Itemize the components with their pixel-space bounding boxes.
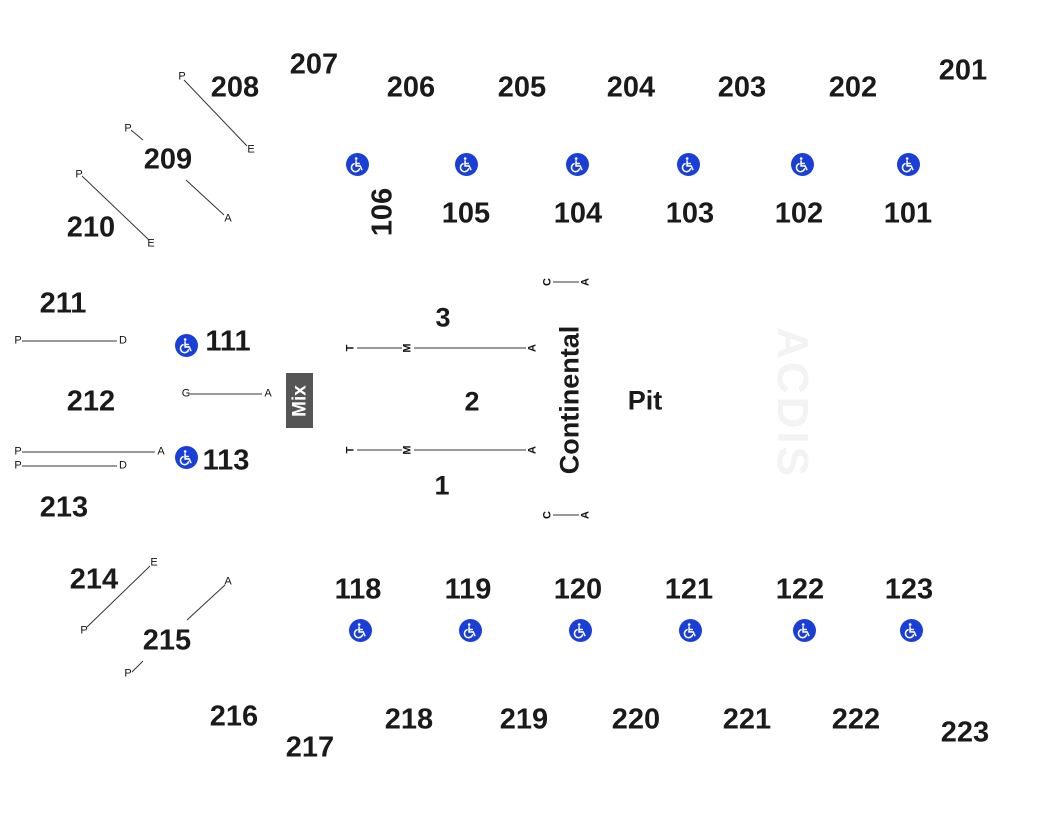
wheelchair-accessible-icon[interactable] xyxy=(345,152,369,176)
section-207[interactable]: 207 xyxy=(289,48,339,81)
row-letter: P xyxy=(14,334,22,347)
watermark-logo: ACDIS xyxy=(768,327,817,479)
wheelchair-accessible-icon[interactable] xyxy=(454,152,478,176)
row-letter: P xyxy=(124,667,132,680)
continental-section[interactable]: Continental xyxy=(554,325,585,475)
floor-section-3[interactable]: 3 xyxy=(435,302,451,333)
wheelchair-accessible-icon[interactable] xyxy=(790,152,814,176)
row-line-214 xyxy=(86,565,151,628)
section-201[interactable]: 201 xyxy=(938,54,988,87)
row-letter: P xyxy=(80,624,88,637)
row-letter: E xyxy=(147,237,155,250)
row-letter: E xyxy=(247,143,255,156)
mix-label: Mix xyxy=(289,384,310,417)
section-203[interactable]: 203 xyxy=(717,71,767,104)
row-line-208 xyxy=(183,79,248,147)
section-208[interactable]: 208 xyxy=(210,71,260,104)
section-216[interactable]: 216 xyxy=(209,700,259,733)
wheelchair-accessible-icon[interactable] xyxy=(676,152,700,176)
section-202[interactable]: 202 xyxy=(828,71,878,104)
section-102[interactable]: 102 xyxy=(774,197,824,230)
row-letter: M xyxy=(401,343,414,353)
section-121[interactable]: 121 xyxy=(664,573,714,606)
section-223[interactable]: 223 xyxy=(940,716,990,749)
row-letter: M xyxy=(401,445,414,455)
row-letter: P xyxy=(124,122,132,135)
row-line-209-lower xyxy=(185,179,225,216)
section-118[interactable]: 118 xyxy=(334,573,382,606)
row-letter: A xyxy=(264,387,272,400)
section-222[interactable]: 222 xyxy=(831,703,881,736)
section-211[interactable]: 211 xyxy=(39,287,87,320)
row-letter: A xyxy=(157,445,165,458)
row-letter: D xyxy=(119,459,127,472)
section-209[interactable]: 209 xyxy=(143,143,193,176)
wheelchair-accessible-icon[interactable] xyxy=(568,618,592,642)
mix-position[interactable]: Mix xyxy=(286,373,313,428)
row-letter: P xyxy=(75,168,83,181)
section-213[interactable]: 213 xyxy=(39,491,89,524)
section-217[interactable]: 217 xyxy=(285,731,335,764)
section-120[interactable]: 120 xyxy=(553,573,603,606)
row-line-215-lower xyxy=(131,660,144,673)
pit-section[interactable]: Pit xyxy=(627,385,663,416)
row-line-215-upper xyxy=(186,584,226,621)
wheelchair-accessible-icon[interactable] xyxy=(458,618,482,642)
row-line-209-upper xyxy=(130,129,144,141)
wheelchair-accessible-icon[interactable] xyxy=(792,618,816,642)
section-105[interactable]: 105 xyxy=(441,197,491,230)
row-letter: A xyxy=(579,511,592,519)
row-letter: A xyxy=(224,212,232,225)
floor-section-1[interactable]: 1 xyxy=(434,470,450,501)
section-113[interactable]: 113 xyxy=(202,444,250,477)
section-104[interactable]: 104 xyxy=(553,197,603,230)
section-119[interactable]: 119 xyxy=(444,573,492,606)
section-122[interactable]: 122 xyxy=(775,573,825,606)
section-218[interactable]: 218 xyxy=(384,703,434,736)
section-219[interactable]: 219 xyxy=(499,703,549,736)
section-204[interactable]: 204 xyxy=(606,71,656,104)
row-letter: P xyxy=(178,70,186,83)
section-123[interactable]: 123 xyxy=(884,573,934,606)
row-letter: A xyxy=(526,344,539,352)
section-214[interactable]: 214 xyxy=(69,563,119,596)
row-letter: D xyxy=(119,334,127,347)
row-line-210 xyxy=(81,175,150,241)
section-111[interactable]: 111 xyxy=(205,325,251,358)
row-letter: C xyxy=(541,278,554,286)
wheelchair-accessible-icon[interactable] xyxy=(678,618,702,642)
wheelchair-accessible-icon[interactable] xyxy=(896,152,920,176)
row-letter: P xyxy=(14,459,22,472)
section-212[interactable]: 212 xyxy=(66,385,116,418)
section-101[interactable]: 101 xyxy=(883,197,933,230)
section-220[interactable]: 220 xyxy=(611,703,661,736)
row-letter: T xyxy=(344,344,357,352)
section-210[interactable]: 210 xyxy=(66,211,116,244)
floor-section-2[interactable]: 2 xyxy=(464,386,480,417)
section-103[interactable]: 103 xyxy=(665,197,715,230)
section-215[interactable]: 215 xyxy=(142,624,192,657)
row-letter: G xyxy=(181,387,191,400)
row-letter: C xyxy=(541,511,554,519)
section-206[interactable]: 206 xyxy=(386,71,436,104)
section-205[interactable]: 205 xyxy=(497,71,547,104)
wheelchair-accessible-icon[interactable] xyxy=(174,445,198,469)
wheelchair-accessible-icon[interactable] xyxy=(899,618,923,642)
section-106[interactable]: 106 xyxy=(366,187,399,237)
row-letter: A xyxy=(224,575,232,588)
row-letter: A xyxy=(579,278,592,286)
row-letter: A xyxy=(526,446,539,454)
row-letter: E xyxy=(150,556,158,569)
wheelchair-accessible-icon[interactable] xyxy=(348,618,372,642)
section-221[interactable]: 221 xyxy=(722,703,772,736)
row-letter: P xyxy=(14,445,22,458)
wheelchair-accessible-icon[interactable] xyxy=(565,152,589,176)
wheelchair-accessible-icon[interactable] xyxy=(174,333,198,357)
row-letter: T xyxy=(344,446,357,454)
